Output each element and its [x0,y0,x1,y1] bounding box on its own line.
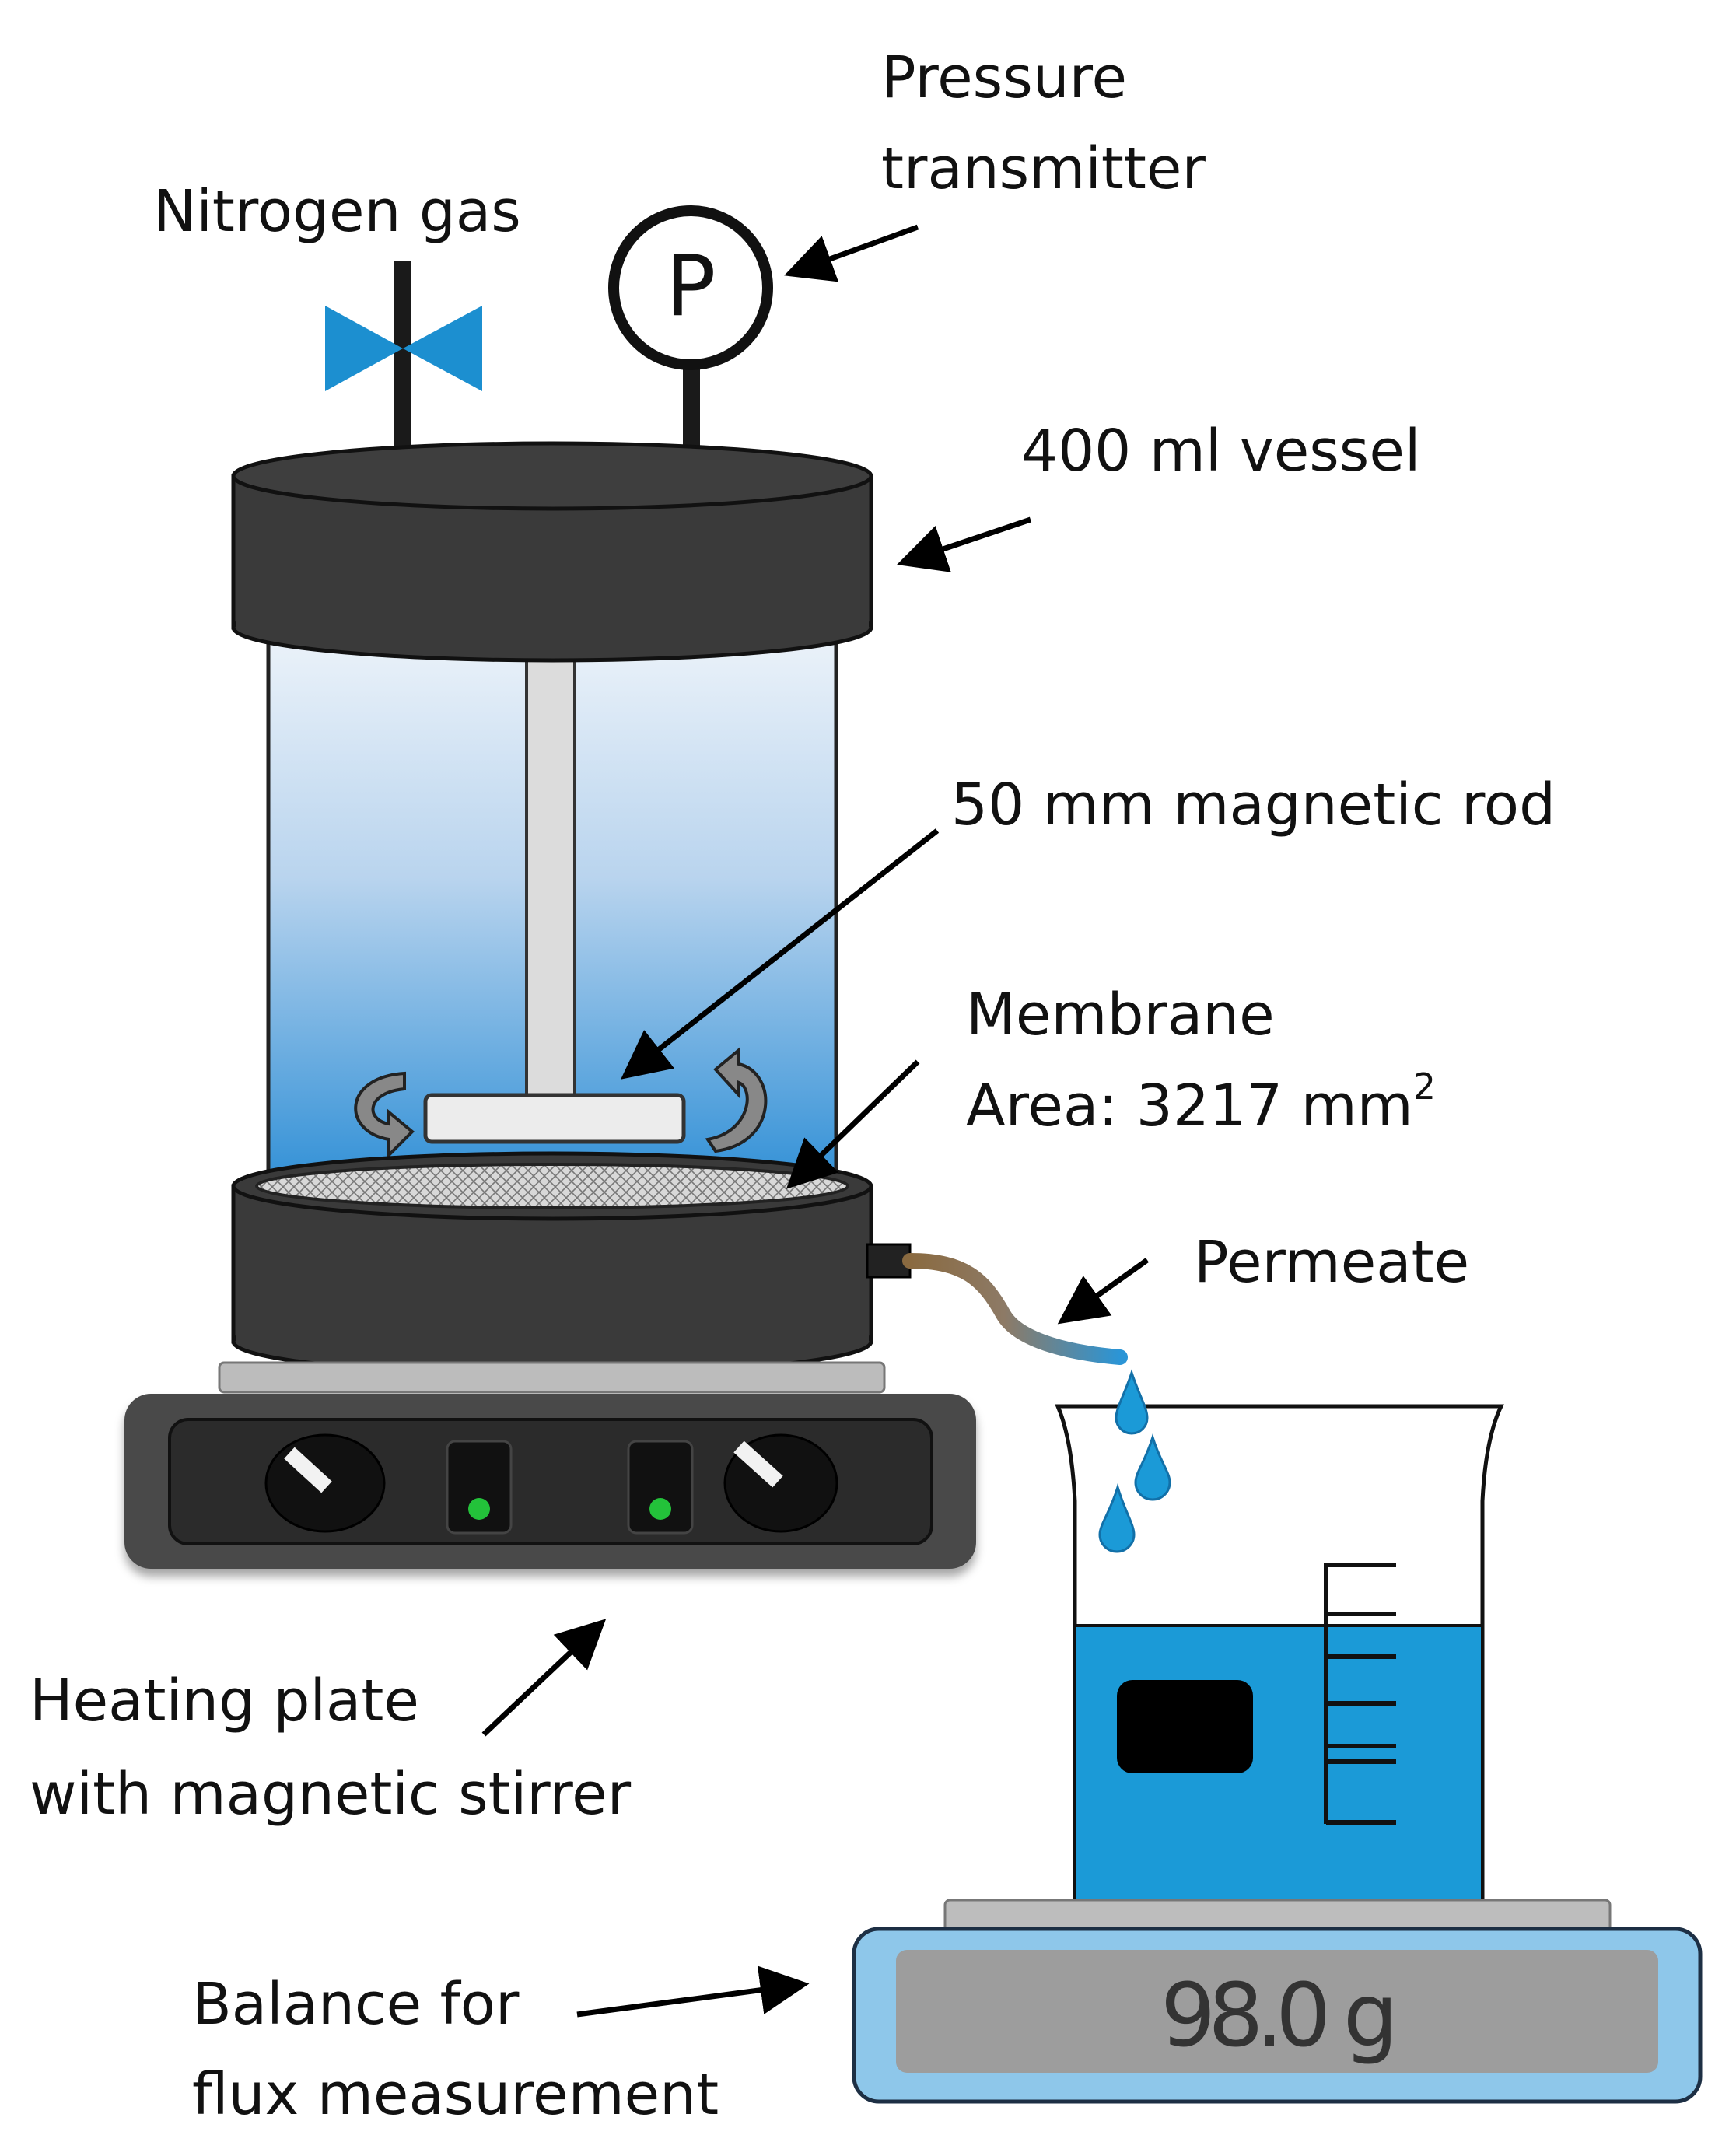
heating-plate-arrow [481,1619,607,1737]
balance-label-1: Balance for [192,1971,520,2038]
membrane-area-superscript: 2 [1413,1066,1436,1108]
magnetic-rod-label: 50 mm magnetic rod [951,772,1556,838]
pressure-arrow [784,224,919,282]
beaker [1055,1404,1504,1904]
stirrer-switch[interactable] [627,1440,694,1535]
membrane-area-text: Area: 3217 mm [966,1073,1413,1139]
pressure-gauge: P [608,205,773,481]
pressure-gauge-icon [608,205,773,370]
permeate-label: Permeate [1194,1229,1469,1296]
annotation-arrows [481,224,1150,2018]
beaker-scale [1324,1563,1396,1825]
membrane-area-label: Area: 3217 mm2 [966,1066,1436,1139]
nitrogen-valve [325,261,482,474]
stirrer-shaft [525,652,576,1106]
membrane [255,1163,849,1209]
magnetic-rod [423,1093,686,1144]
permeate-droplets [1098,1369,1171,1553]
indicator-led [649,1498,671,1520]
beaker-label [1117,1680,1253,1773]
balance-display [896,1950,1658,2073]
balance: 98.0 g [852,1899,1703,2104]
heating-plate [124,1361,976,1569]
stirrer-knob[interactable] [723,1433,838,1533]
water-droplet-icon [1134,1433,1171,1501]
vessel-arrow [897,516,1032,572]
permeate-tube [902,1253,1128,1365]
permeate-arrow [1057,1258,1150,1325]
water-droplet-icon [1115,1369,1149,1435]
heating-plate-top [218,1361,886,1394]
bowtie-valve-icon [325,306,482,391]
rotation-arrow-icon [354,1071,415,1159]
power-switch[interactable] [446,1440,513,1535]
rod-arrow [621,828,940,1080]
pressure-transmitter-label-1: Pressure [881,44,1127,111]
gauge-symbol: P [665,238,716,335]
balance-arrow [576,1965,810,2018]
pressure-transmitter-label-2: transmitter [881,135,1206,202]
balance-readout: 98.0 g [1160,1965,1391,2067]
membrane-arrow [786,1059,920,1189]
heating-plate-label-2: with magnetic stirrer [30,1761,632,1828]
vessel [231,441,912,1377]
nitrogen-gas-label: Nitrogen gas [153,178,521,245]
indicator-led [468,1498,490,1520]
heating-plate-label-1: Heating plate [30,1668,419,1734]
vessel-label: 400 ml vessel [1021,418,1420,485]
heating-knob[interactable] [264,1433,386,1533]
membrane-label: Membrane [966,982,1275,1048]
rotation-arrow-icon [705,1046,768,1153]
balance-label-2: flux measurement [192,2061,719,2128]
balance-pan [943,1899,1612,1933]
water-droplet-icon [1098,1482,1136,1553]
